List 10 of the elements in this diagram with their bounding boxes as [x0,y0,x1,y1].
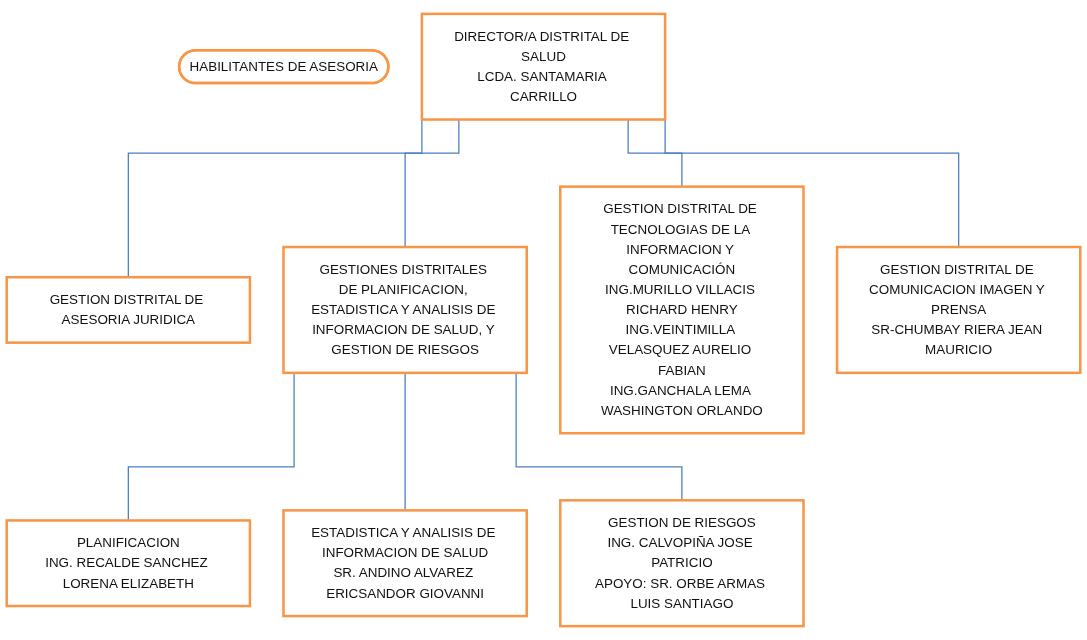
node-box: GESTIONES DISTRITALES DE PLANIFICACION, ESTADISTICA Y ANALISIS DE INFORMACION DE SALUD, Y GESTION DE RIESGOS [282,245,528,375]
node-box: DIRECTOR/A DISTRITAL DE SALUD LCDA. SANTAMARIA CARRILLO [420,12,667,121]
connector [404,372,406,511]
node-box: PLANIFICACION ING. RECALDE SANCHEZ LORENA ELIZABETH [5,519,252,608]
node-box: ESTADISTICA Y ANALISIS DE INFORMACION DE SALUD SR. ANDINO ALVAREZ ERICSANDOR GIOVANNI [282,509,528,618]
node-box: GESTION DE RIESGOS ING. CALVOPIÑA JOSE PATRICIO APOYO: SR. ORBE ARMAS LUIS SANTIAGO [559,499,805,628]
node-box: GESTION DISTRITAL DE TECNOLOGIAS DE LA INFORMACION Y COMUNICACIÓN ING.MURILLO VILLACIS RICHARD HENRY ING.VEINTIMILLA VELASQUEZ AURELIO FABIAN ING.GANCHALA LEMA WASHINGTON ORLANDO [559,185,805,435]
node-box: GESTION DISTRITAL DE ASESORIA JURIDICA [5,275,252,344]
node-box: GESTION DISTRITAL DE COMUNICACION IMAGEN Y PRENSA SR-CHUMBAY RIERA JEAN MAURICIO [835,245,1082,375]
connector [515,372,683,501]
